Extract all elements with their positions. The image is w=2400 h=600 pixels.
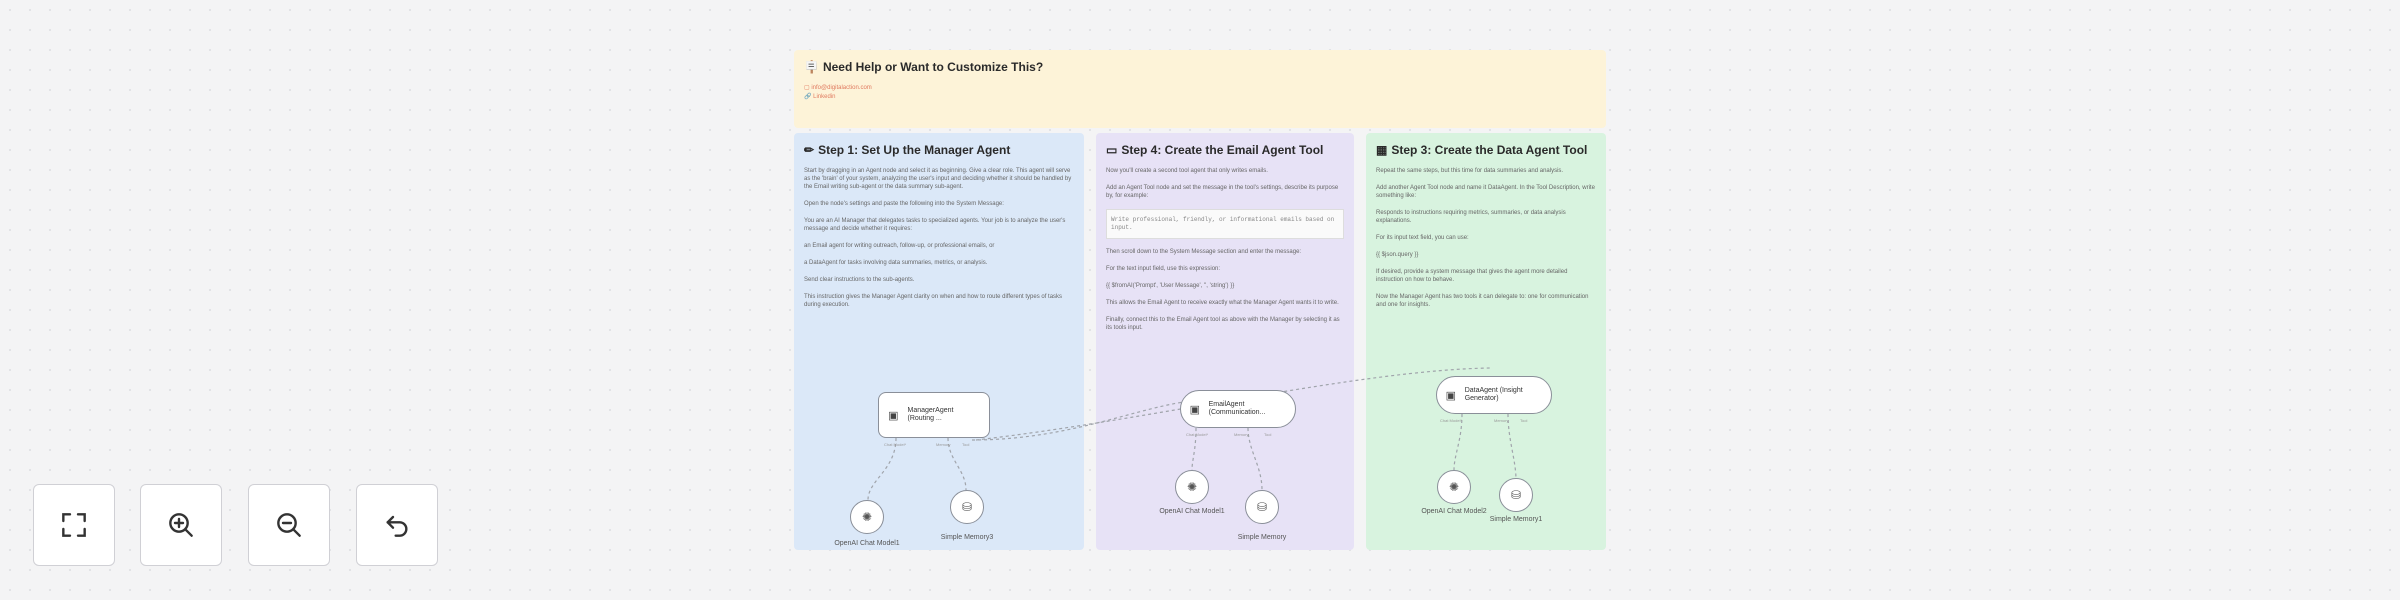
port-label-model: Chat Model*: [1440, 418, 1463, 423]
note-paragraph: Responds to instructions requiring metri…: [1376, 210, 1566, 224]
chart-icon: ▦: [1376, 143, 1388, 157]
sticky-note-help[interactable]: 🪧Need Help or Want to Customize This? ▢ …: [794, 50, 1606, 128]
sub-node-label: OpenAI Chat Model1: [834, 540, 900, 547]
wire-data-model: [1453, 413, 1463, 471]
robot-icon: ▣: [888, 409, 899, 422]
zoom-in-icon: [169, 513, 193, 537]
help-note-title: 🪧Need Help or Want to Customize This?: [804, 60, 1044, 74]
wire-email-model: [1191, 427, 1197, 471]
data-note-title: ▦Step 3: Create the Data Agent Tool: [1376, 143, 1588, 157]
port-label-tool: Tool: [962, 442, 970, 447]
robot-icon: ▣: [1189, 403, 1200, 416]
pencil-icon: ✏: [804, 143, 815, 157]
database-icon: ⛁: [1256, 500, 1268, 514]
zoom-out-button[interactable]: [248, 484, 330, 566]
manager-agent-node[interactable]: ▣ ManagerAgent (Routing ...: [878, 392, 990, 438]
database-icon: ⛁: [961, 500, 973, 514]
undo-icon: [386, 515, 408, 537]
zoom-in-button[interactable]: [140, 484, 222, 566]
zoom-out-icon: [277, 513, 301, 537]
code-block: Write professional, friendly, or informa…: [1106, 209, 1344, 239]
data-agent-node[interactable]: ▣ DataAgent (Insight Generator): [1436, 376, 1552, 414]
wire-manager-model: [867, 437, 897, 501]
note-paragraph: Open the node's settings and paste the f…: [804, 201, 1004, 207]
email-openai-model-node[interactable]: ✺: [1175, 470, 1209, 504]
data-memory-node[interactable]: ⛁: [1499, 478, 1533, 512]
note-paragraph: Then scroll down to the System Message s…: [1106, 249, 1302, 255]
sticky-note-email[interactable]: ▭Step 4: Create the Email Agent Tool Now…: [1096, 133, 1354, 550]
openai-icon: ✺: [1186, 480, 1198, 494]
email-memory-node[interactable]: ⛁: [1245, 490, 1279, 524]
sticky-note-manager[interactable]: ✏Step 1: Set Up the Manager Agent Start …: [794, 133, 1084, 550]
manager-memory-node[interactable]: ⛁: [950, 490, 984, 524]
note-paragraph: {{ $json.query }}: [1376, 252, 1419, 258]
wire-data-memory: [1507, 413, 1517, 481]
data-openai-model-node[interactable]: ✺: [1437, 470, 1471, 504]
note-paragraph: Now the Manager Agent has two tools it c…: [1376, 294, 1589, 308]
note-paragraph: Add another Agent Tool node and name it …: [1376, 185, 1595, 199]
port-label-memory: Memory: [1494, 418, 1509, 423]
note-paragraph: Now you'll create a second tool agent th…: [1106, 168, 1268, 174]
sticky-note-data[interactable]: ▦Step 3: Create the Data Agent Tool Repe…: [1366, 133, 1606, 550]
database-icon: ⛁: [1510, 488, 1522, 502]
reset-zoom-button[interactable]: [356, 484, 438, 566]
email-agent-node[interactable]: ▣ EmailAgent (Communication...: [1180, 390, 1296, 428]
openai-icon: ✺: [1448, 480, 1460, 494]
sign-icon: 🪧: [804, 60, 819, 74]
port-label-memory: Memory: [936, 442, 951, 447]
wire-email-to-manager: [971, 399, 1209, 441]
note-paragraph: This allows the Email Agent to receive e…: [1106, 300, 1339, 306]
sub-node-label: OpenAI Chat Model2: [1421, 508, 1487, 515]
note-paragraph: Repeat the same steps, but this time for…: [1376, 168, 1564, 174]
note-paragraph: If desired, provide a system message tha…: [1376, 269, 1568, 283]
help-email-link[interactable]: ▢ info@digitalaction.com: [804, 85, 872, 91]
robot-icon: ▣: [1445, 389, 1457, 402]
note-paragraph: Finally, connect this to the Email Agent…: [1106, 317, 1340, 331]
port-label-model: Chat Model*: [1186, 432, 1209, 437]
expand-icon: [62, 513, 86, 537]
note-paragraph: a DataAgent for tasks involving data sum…: [804, 260, 988, 266]
manager-openai-model-node[interactable]: ✺: [850, 500, 884, 534]
port-label-tool: Tool: [1264, 432, 1272, 437]
sub-node-label: Simple Memory: [1237, 534, 1287, 541]
note-paragraph: Send clear instructions to the sub-agent…: [804, 277, 915, 283]
note-paragraph: You are an AI Manager that delegates tas…: [804, 218, 1066, 232]
port-label-model: Chat Model*: [884, 442, 907, 447]
note-paragraph: an Email agent for writing outreach, fol…: [804, 243, 995, 249]
wire-email-memory: [1247, 427, 1263, 491]
openai-icon: ✺: [861, 510, 873, 524]
port-label-tool: Tool: [1520, 418, 1528, 423]
note-paragraph: Add an Agent Tool node and set the messa…: [1106, 185, 1339, 199]
sub-node-label: OpenAI Chat Model1: [1159, 508, 1225, 515]
port-label-memory: Memory: [1234, 432, 1249, 437]
manager-note-title: ✏Step 1: Set Up the Manager Agent: [804, 143, 1011, 157]
help-linkedin-link[interactable]: 🔗 Linkedin: [804, 94, 836, 100]
sub-node-label: Simple Memory3: [940, 534, 994, 541]
email-note-title: ▭Step 4: Create the Email Agent Tool: [1106, 143, 1324, 157]
note-paragraph: This instruction gives the Manager Agent…: [804, 294, 1063, 308]
note-paragraph: {{ $fromAI('Prompt', 'User Message', '',…: [1106, 283, 1235, 289]
note-paragraph: Start by dragging in an Agent node and s…: [804, 168, 1072, 190]
monitor-icon: ▭: [1106, 143, 1118, 157]
sub-node-label: Simple Memory1: [1489, 516, 1543, 523]
fit-view-button[interactable]: [33, 484, 115, 566]
note-paragraph: For its input text field, you can use:: [1376, 235, 1469, 241]
note-paragraph: For the text input field, use this expre…: [1106, 266, 1221, 272]
